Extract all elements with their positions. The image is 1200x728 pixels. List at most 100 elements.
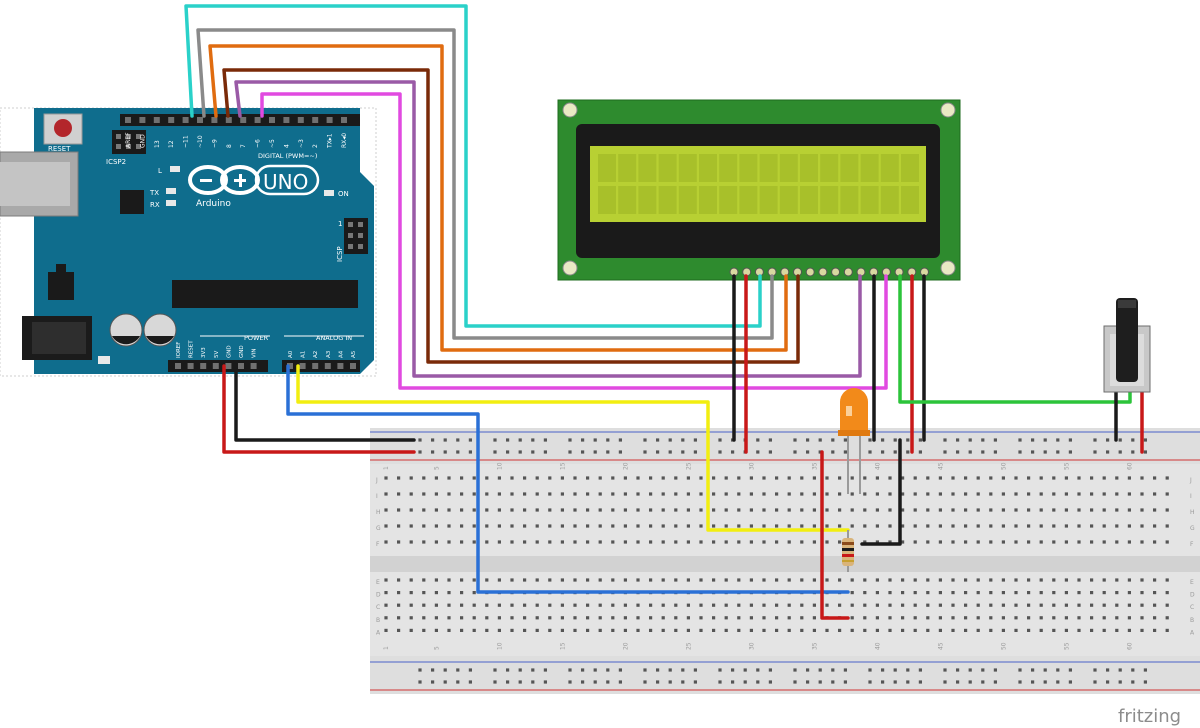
breadboard-hole[interactable] [737,524,741,528]
breadboard-hole[interactable] [901,540,905,544]
breadboard-hole[interactable] [850,603,854,607]
breadboard-hole[interactable] [793,450,797,454]
breadboard-hole[interactable] [699,524,703,528]
breadboard-hole[interactable] [888,628,892,632]
breadboard-hole[interactable] [1090,508,1094,512]
breadboard-hole[interactable] [943,680,947,684]
breadboard-hole[interactable] [409,578,413,582]
breadboard-hole[interactable] [523,492,527,496]
breadboard-hole[interactable] [913,591,917,595]
breadboard-hole[interactable] [443,438,447,442]
breadboard-hole[interactable] [1153,540,1157,544]
breadboard-hole[interactable] [863,476,867,480]
breadboard-hole[interactable] [535,616,539,620]
breadboard-hole[interactable] [1115,508,1119,512]
breadboard-hole[interactable] [1165,628,1169,632]
breadboard-hole[interactable] [649,492,653,496]
breadboard-hole[interactable] [1064,476,1068,480]
breadboard-hole[interactable] [888,616,892,620]
breadboard-hole[interactable] [535,508,539,512]
breadboard-hole[interactable] [543,450,547,454]
breadboard-hole[interactable] [888,508,892,512]
breadboard-hole[interactable] [1131,680,1135,684]
breadboard-hole[interactable] [1064,628,1068,632]
breadboard-hole[interactable] [560,540,564,544]
analog-pin-hole[interactable] [324,363,331,369]
breadboard-hole[interactable] [1064,603,1068,607]
breadboard-hole[interactable] [668,438,672,442]
breadboard-hole[interactable] [1106,680,1110,684]
breadboard-hole[interactable] [1140,476,1144,480]
reset-button[interactable] [43,113,83,145]
breadboard-hole[interactable] [838,540,842,544]
breadboard-hole[interactable] [447,628,451,632]
wire-gray[interactable] [196,28,774,340]
breadboard-hole[interactable] [881,680,885,684]
breadboard-hole[interactable] [468,450,472,454]
breadboard-hole[interactable] [1077,508,1081,512]
breadboard-hole[interactable] [762,508,766,512]
breadboard-hole[interactable] [636,578,640,582]
breadboard-hole[interactable] [485,476,489,480]
breadboard-hole[interactable] [1056,450,1060,454]
breadboard-hole[interactable] [775,508,779,512]
breadboard-hole[interactable] [1014,492,1018,496]
breadboard-hole[interactable] [712,578,716,582]
breadboard-hole[interactable] [1052,591,1056,595]
breadboard-hole[interactable] [1127,492,1131,496]
breadboard-hole[interactable] [447,578,451,582]
breadboard-hole[interactable] [699,628,703,632]
breadboard-hole[interactable] [568,668,572,672]
breadboard-hole[interactable] [593,450,597,454]
breadboard-hole[interactable] [656,438,660,442]
breadboard-hole[interactable] [749,508,753,512]
breadboard-hole[interactable] [397,524,401,528]
breadboard-hole[interactable] [699,603,703,607]
breadboard-hole[interactable] [968,680,972,684]
breadboard-hole[interactable] [1027,476,1031,480]
breadboard-hole[interactable] [485,540,489,544]
breadboard-hole[interactable] [762,540,766,544]
wire-bb-black[interactable] [860,438,902,546]
breadboard-hole[interactable] [843,668,847,672]
breadboard-hole[interactable] [460,540,464,544]
breadboard-hole[interactable] [825,603,829,607]
breadboard-hole[interactable] [918,438,922,442]
breadboard-hole[interactable] [468,680,472,684]
breadboard-hole[interactable] [1153,476,1157,480]
lcd-pin[interactable] [831,267,841,277]
digital-pin-hole[interactable] [197,117,203,123]
power-pin-hole[interactable] [175,363,181,369]
breadboard-hole[interactable] [1027,591,1031,595]
breadboard-hole[interactable] [1001,492,1005,496]
breadboard-hole[interactable] [956,438,960,442]
breadboard-hole[interactable] [1027,628,1031,632]
breadboard-hole[interactable] [384,628,388,632]
breadboard-hole[interactable] [649,616,653,620]
breadboard-hole[interactable] [1153,628,1157,632]
breadboard-hole[interactable] [1077,492,1081,496]
breadboard-hole[interactable] [806,668,810,672]
breadboard-hole[interactable] [510,578,514,582]
breadboard-hole[interactable] [598,492,602,496]
breadboard-hole[interactable] [384,603,388,607]
breadboard-hole[interactable] [863,578,867,582]
breadboard-hole[interactable] [523,540,527,544]
breadboard-hole[interactable] [581,668,585,672]
breadboard-hole[interactable] [661,616,665,620]
breadboard-hole[interactable] [749,476,753,480]
breadboard-hole[interactable] [649,476,653,480]
breadboard-hole[interactable] [806,680,810,684]
breadboard-hole[interactable] [749,616,753,620]
breadboard-hole[interactable] [850,508,854,512]
breadboard-hole[interactable] [976,476,980,480]
breadboard-hole[interactable] [989,603,993,607]
breadboard-hole[interactable] [560,508,564,512]
breadboard-hole[interactable] [1140,591,1144,595]
breadboard-hole[interactable] [989,524,993,528]
breadboard-hole[interactable] [1052,578,1056,582]
breadboard-hole[interactable] [1102,540,1106,544]
breadboard-hole[interactable] [548,540,552,544]
breadboard-hole[interactable] [1093,450,1097,454]
breadboard-hole[interactable] [762,603,766,607]
